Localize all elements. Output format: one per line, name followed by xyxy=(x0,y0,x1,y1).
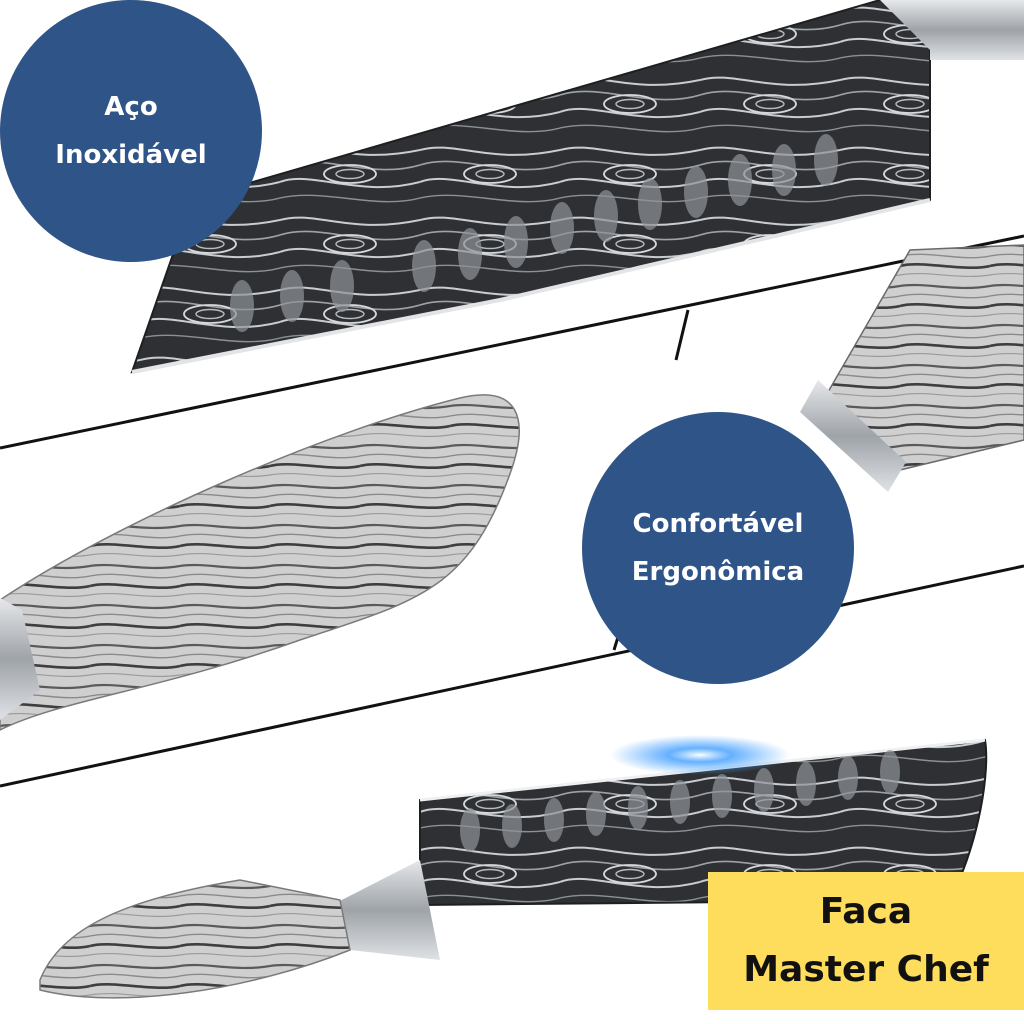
divider-line-vertical-upper xyxy=(674,309,690,361)
product-name-line2: Master Chef xyxy=(743,949,989,990)
wood-handle-image xyxy=(800,244,1024,492)
feature-badge-comfort: Confortável Ergonômica xyxy=(582,412,854,684)
badge-comfort-line1: Confortável xyxy=(632,509,804,539)
product-name-line1: Faca xyxy=(819,891,913,932)
badge-comfort-line2: Ergonômica xyxy=(631,557,805,587)
divider-line-lower xyxy=(0,564,1024,788)
product-name-label: Faca Master Chef xyxy=(708,872,1024,1010)
badge-steel-line2: Inoxidável xyxy=(55,140,207,170)
badge-steel-line1: Aço xyxy=(104,92,158,122)
knife-blade-image xyxy=(39,735,988,999)
feature-badge-steel: Aço Inoxidável xyxy=(0,0,262,262)
divider-line-upper xyxy=(0,234,1024,450)
wood-handle-image xyxy=(0,394,520,731)
